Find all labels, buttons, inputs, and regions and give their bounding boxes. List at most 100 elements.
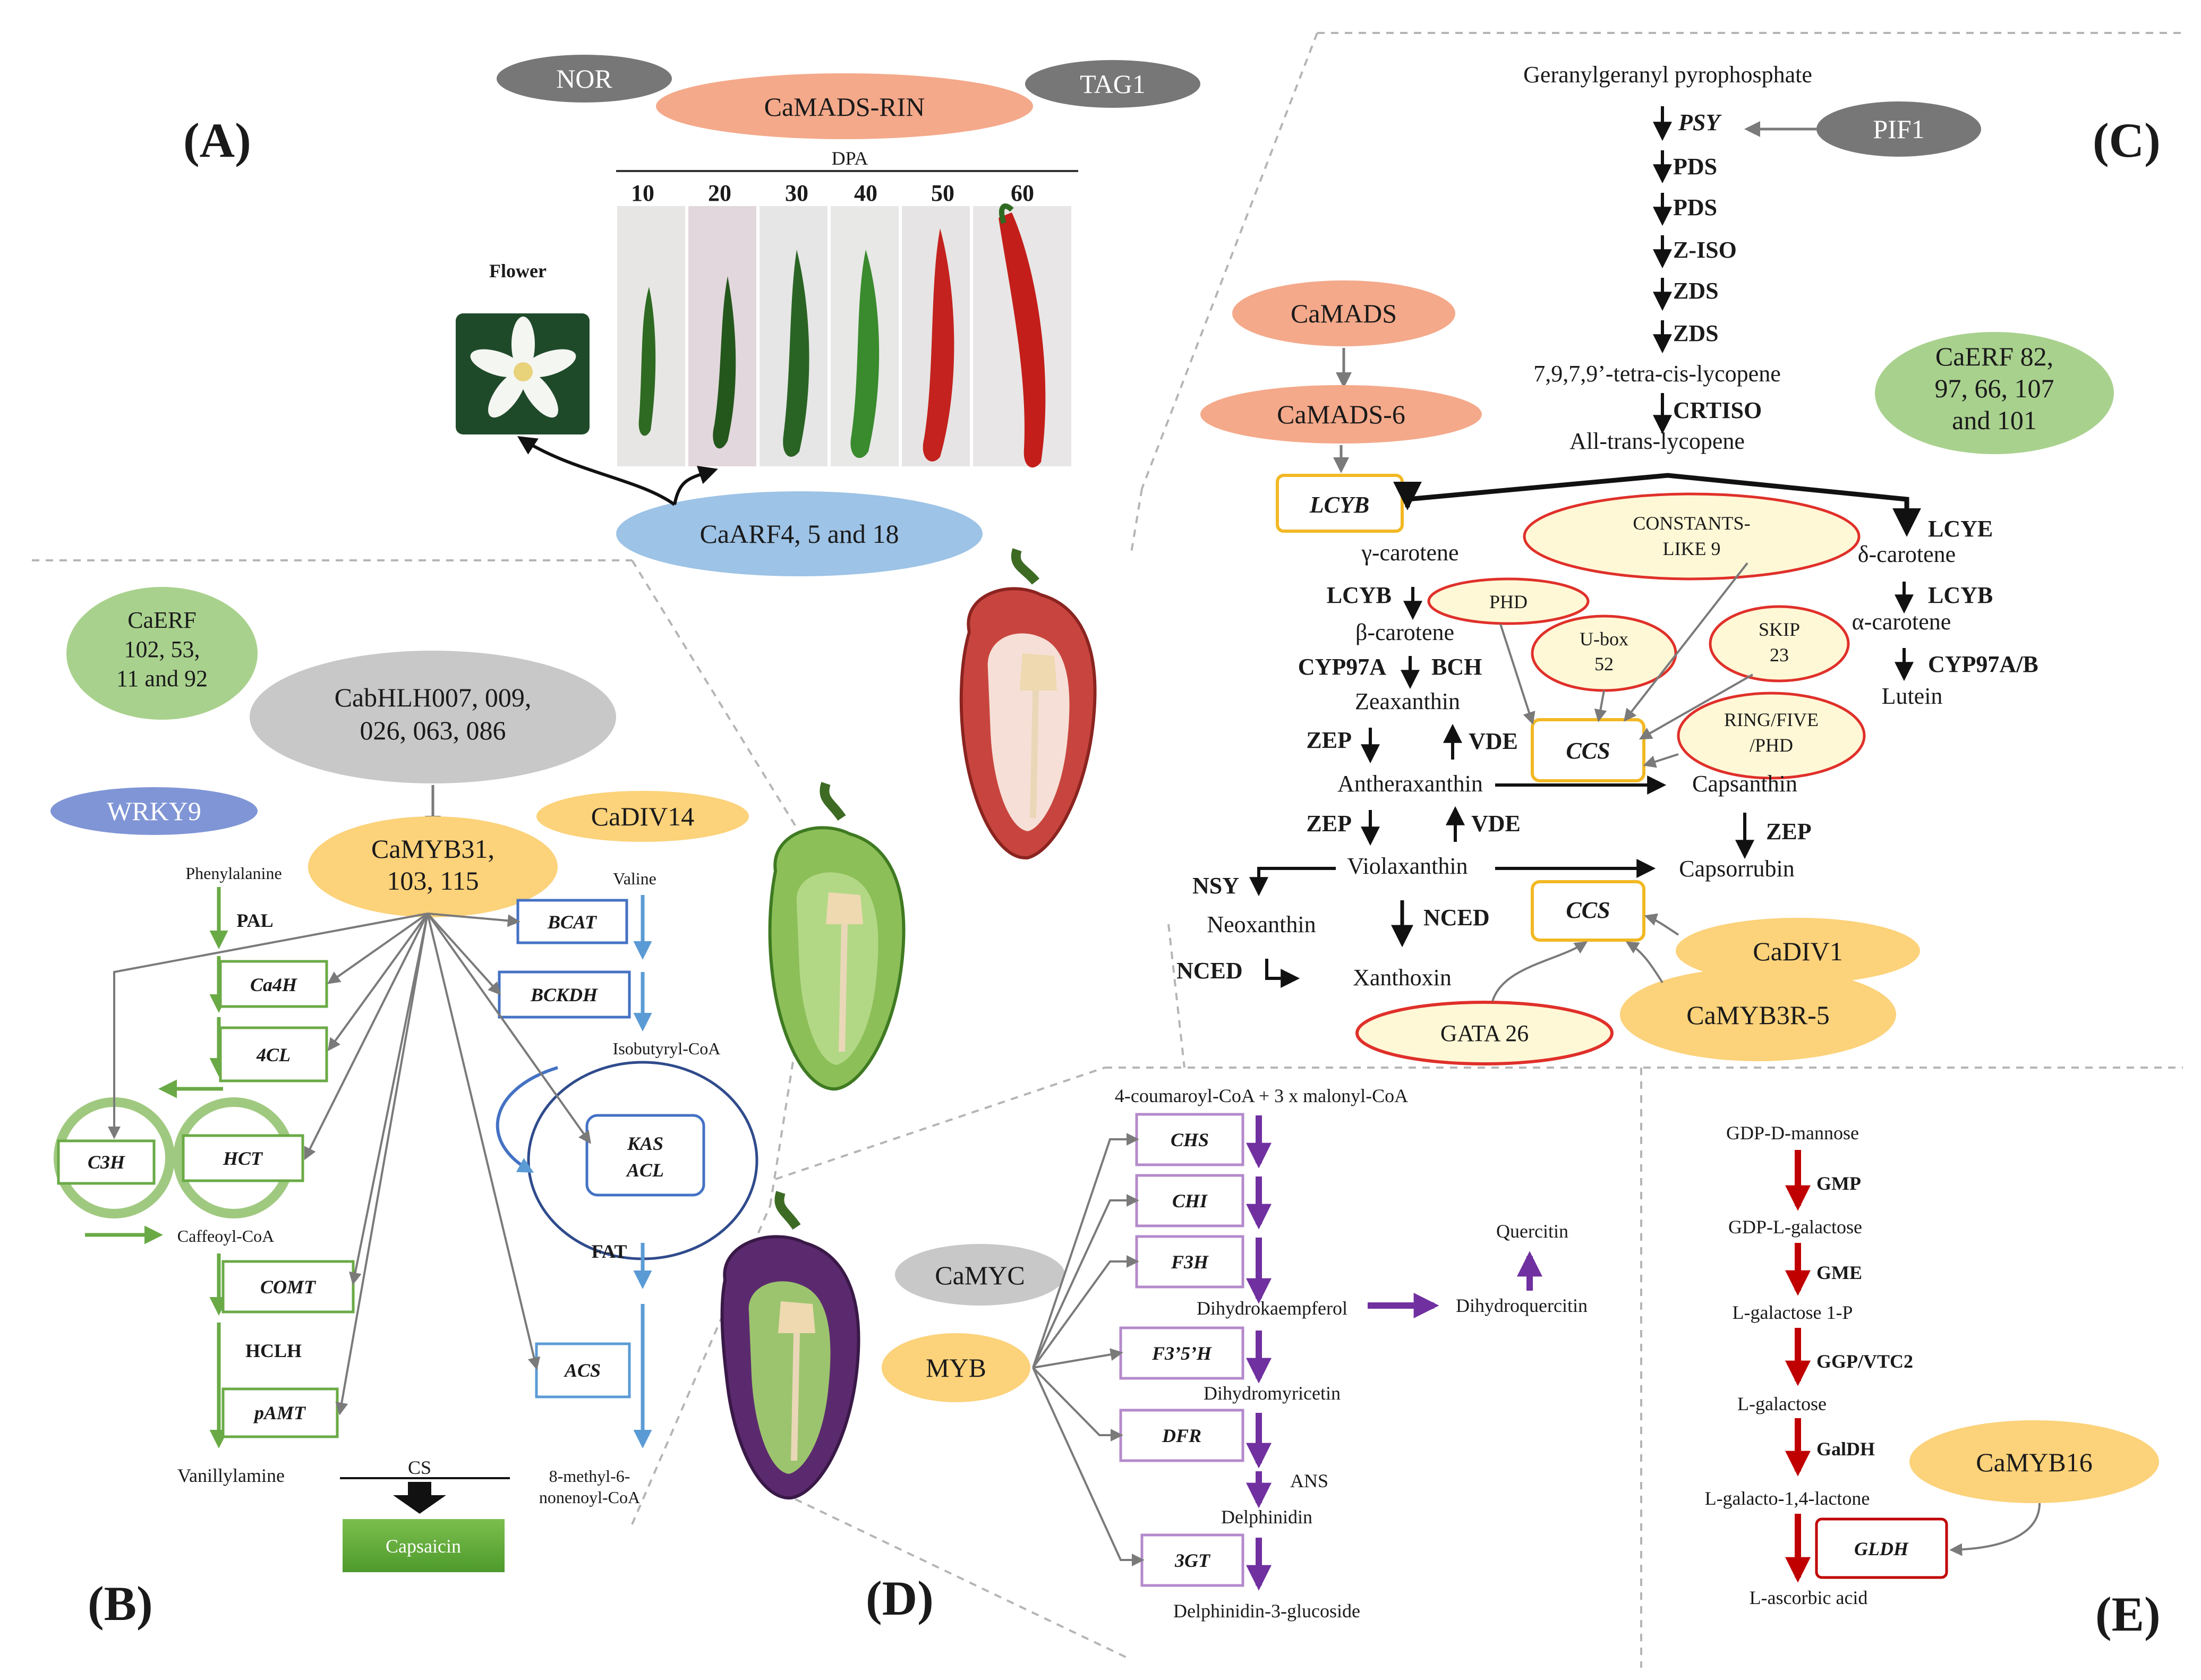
panel-label-b: (B)	[88, 1576, 153, 1631]
camyb3r5-node	[1620, 968, 1896, 1061]
panel-label-e: (E)	[2095, 1587, 2161, 1641]
c3h-label: C3H	[88, 1152, 125, 1173]
wrky9-label: WRKY9	[107, 796, 201, 826]
pepper-10-dpa	[638, 287, 656, 436]
cadiv1-label: CaDIV1	[1753, 936, 1842, 966]
panel-dividers	[32, 32, 2183, 1668]
camyb31-line1: CaMYB31,	[371, 834, 494, 864]
camads-node	[1232, 280, 1455, 346]
caerf-c-line3: and 101	[1952, 405, 2037, 435]
3gt-label: 3GT	[1174, 1550, 1211, 1571]
cabhlh-line1: CabHLH007, 009,	[335, 683, 532, 712]
gme-label: GME	[1816, 1262, 1862, 1283]
panel-label-a: (A)	[183, 113, 251, 167]
camads-label: CaMADS	[1291, 299, 1397, 328]
gamma-carotene-label: γ-carotene	[1361, 540, 1458, 566]
panel-b: CaERF 102, 53, 11 and 92 CabHLH007, 009,…	[50, 587, 758, 1572]
panel-label-c: (C)	[2093, 113, 2161, 167]
panel-a: NOR TAG1 CaMADS-RIN DPA 10 20 30 40 50 6…	[456, 55, 1200, 576]
ccs2-label: CCS	[1566, 897, 1610, 923]
gmp-label: GMP	[1816, 1173, 1861, 1194]
alpha-carotene-label: α-carotene	[1852, 609, 1951, 635]
panel-d: 4-coumaroyl-CoA + 3 x malonyl-CoA CHS CH…	[882, 1085, 1588, 1622]
caerf-b-node	[66, 587, 258, 720]
ggpp-label: Geranylgeranyl pyrophosphate	[1523, 62, 1812, 88]
skip-line1: SKIP	[1759, 619, 1800, 640]
green-pepper-illustration	[768, 782, 906, 1091]
capsanthin-label: Capsanthin	[1692, 771, 1797, 797]
pepper-30-dpa	[783, 250, 809, 457]
zep3-label: ZEP	[1766, 818, 1812, 845]
methyl-line2: nonenoyl-CoA	[539, 1488, 640, 1507]
vde2-label: VDE	[1471, 811, 1521, 837]
caerf-c-line2: 97, 66, 107	[1935, 373, 2054, 403]
zep2-label: ZEP	[1306, 811, 1352, 837]
pds1-label: PDS	[1673, 153, 1717, 180]
nor-label: NOR	[556, 64, 612, 93]
flavonoid-purple-arrows	[1246, 1115, 1542, 1591]
caerf-c-node	[1875, 332, 2114, 454]
c3h-box	[57, 1139, 156, 1185]
pamt-label: pAMT	[253, 1402, 306, 1423]
isobutyryl-label: Isobutyryl-CoA	[613, 1039, 721, 1058]
comt-box	[221, 1260, 355, 1314]
camyb31-node	[308, 816, 558, 917]
gldh-label: GLDH	[1854, 1538, 1909, 1559]
camyc-node	[895, 1244, 1065, 1306]
ring-line1: RING/FIVE	[1724, 709, 1819, 730]
gdp-mannose-label: GDP-D-mannose	[1726, 1122, 1859, 1144]
pds2-label: PDS	[1673, 194, 1717, 220]
constants-like-node	[1523, 492, 1861, 581]
comt-label: COMT	[260, 1276, 317, 1298]
bckdh-label: BCKDH	[530, 984, 598, 1005]
coumaroyl-substrate-label: 4-coumaroyl-CoA + 3 x malonyl-CoA	[1115, 1085, 1408, 1106]
cabhlh-line2: 026, 063, 086	[360, 715, 506, 745]
bcat-label: BCAT	[547, 911, 598, 933]
f35h-label: F3’5’H	[1151, 1343, 1212, 1364]
phd-label: PHD	[1489, 591, 1528, 612]
tag1-node	[1025, 60, 1200, 108]
capsaicin-label: Capsaicin	[386, 1536, 461, 1557]
camads6-node	[1200, 385, 1482, 444]
pif1-node	[1816, 101, 1981, 157]
kas-label: KAS	[627, 1133, 663, 1154]
cadiv1-node	[1676, 918, 1920, 984]
gldh-box	[1815, 1517, 1948, 1579]
crtiso-label: CRTISO	[1673, 397, 1762, 423]
cs-arrow	[393, 1482, 446, 1514]
xanthoxin-label: Xanthoxin	[1353, 965, 1452, 991]
ubox-line1: U-box	[1580, 628, 1628, 650]
capsaicin-box	[343, 1519, 505, 1572]
ring-line2: /PHD	[1750, 735, 1793, 756]
hct-box	[182, 1134, 304, 1182]
chi-label: CHI	[1172, 1190, 1208, 1212]
pepper-60-dpa	[999, 212, 1046, 468]
myb-target-arrows	[1032, 1133, 1145, 1566]
capsorrubin-label: Capsorrubin	[1679, 856, 1795, 882]
ccs2-regulation-arrows	[1491, 913, 1679, 1002]
lutein-label: Lutein	[1882, 683, 1943, 709]
galactose-1p-label: L-galactose 1-P	[1733, 1302, 1853, 1323]
dpa-day-labels: 10 20 30 40 50 60	[631, 180, 1034, 206]
vde1-label: VDE	[1469, 728, 1518, 754]
camads6-label: CaMADS-6	[1277, 399, 1405, 429]
kas-acl-box	[585, 1114, 705, 1197]
dihydrokaempferol-label: Dihydrokaempferol	[1197, 1298, 1347, 1319]
hclh-label: HCLH	[245, 1340, 302, 1361]
day-60: 60	[1011, 180, 1034, 206]
cs-label: CS	[408, 1457, 431, 1478]
methyl-line1: 8-methyl-6-	[549, 1466, 630, 1486]
ccs2-box	[1531, 880, 1645, 942]
skip23-node	[1709, 605, 1850, 683]
camyb31-line2: 103, 115	[387, 866, 479, 896]
acs-label: ACS	[564, 1360, 601, 1381]
camads-rin-node	[656, 73, 1033, 139]
myb-node	[882, 1333, 1030, 1402]
dihydromyricetin-label: Dihydromyricetin	[1204, 1383, 1341, 1404]
ggp-label: GGP/VTC2	[1816, 1351, 1913, 1372]
ubox-line2: 52	[1594, 653, 1614, 675]
cyp97a-label: CYP97A	[1298, 654, 1386, 680]
day-20: 20	[708, 180, 731, 206]
gata26-node	[1355, 1001, 1614, 1065]
